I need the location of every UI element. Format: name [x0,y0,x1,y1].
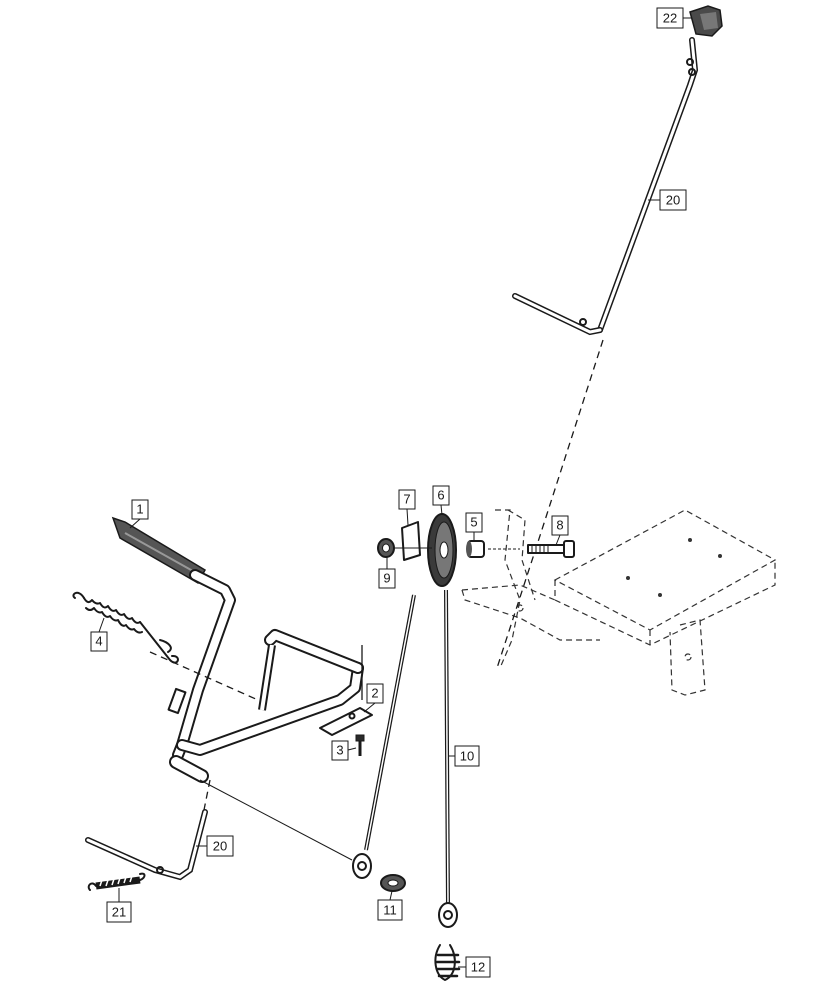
callout-4: 4 [90,617,108,652]
small-spring [87,872,146,891]
callout-22: 22 [656,7,692,29]
callout-5: 5 [465,512,483,541]
callout-12: 12 [458,956,491,978]
callout-10-label: 10 [460,749,474,764]
pulley [427,513,457,587]
mounting-plate [319,645,373,736]
callout-12-label: 12 [471,960,485,975]
pedal-assembly [111,516,364,783]
lower-lever-rod [85,809,208,881]
callout-20-bottom-label: 20 [213,839,227,854]
callout-21-label: 21 [112,905,126,920]
callout-20-bottom: 20 [196,835,234,857]
hex-bolt [488,540,575,558]
retaining-clip [395,521,432,561]
callout-22-label: 22 [663,11,677,26]
lever-knob [689,5,723,37]
callout-11: 11 [377,890,403,921]
callout-20-top: 20 [648,189,687,211]
callout-10: 10 [448,745,480,767]
callout-20-top-label: 20 [666,193,680,208]
callout-2: 2 [363,683,384,713]
callout-3-label: 3 [336,743,343,758]
bolt [355,734,365,756]
callout-6-label: 6 [437,488,444,503]
callout-11-label: 11 [383,903,397,918]
callout-9: 9 [378,557,396,589]
callout-1-label: 1 [136,502,143,517]
cable-rod-left [352,594,416,879]
callout-9-label: 9 [383,571,390,586]
washer [380,874,406,892]
callout-7-label: 7 [403,492,410,507]
callout-1: 1 [129,499,149,529]
chassis-frame [461,509,777,696]
tension-spring [434,944,461,981]
cable-rod-right [438,589,458,928]
lift-lever-rod [512,37,699,336]
callout-8-label: 8 [556,518,563,533]
callout-6: 6 [432,485,450,516]
return-spring [72,591,179,664]
lock-nut [377,538,395,558]
callout-21: 21 [106,888,132,923]
callout-4-label: 4 [95,634,102,649]
callout-3: 3 [331,740,357,761]
callout-2-label: 2 [371,686,378,701]
callout-8: 8 [551,515,569,546]
callout-7: 7 [398,489,416,526]
callout-5-label: 5 [470,515,477,530]
spacer [466,540,485,558]
